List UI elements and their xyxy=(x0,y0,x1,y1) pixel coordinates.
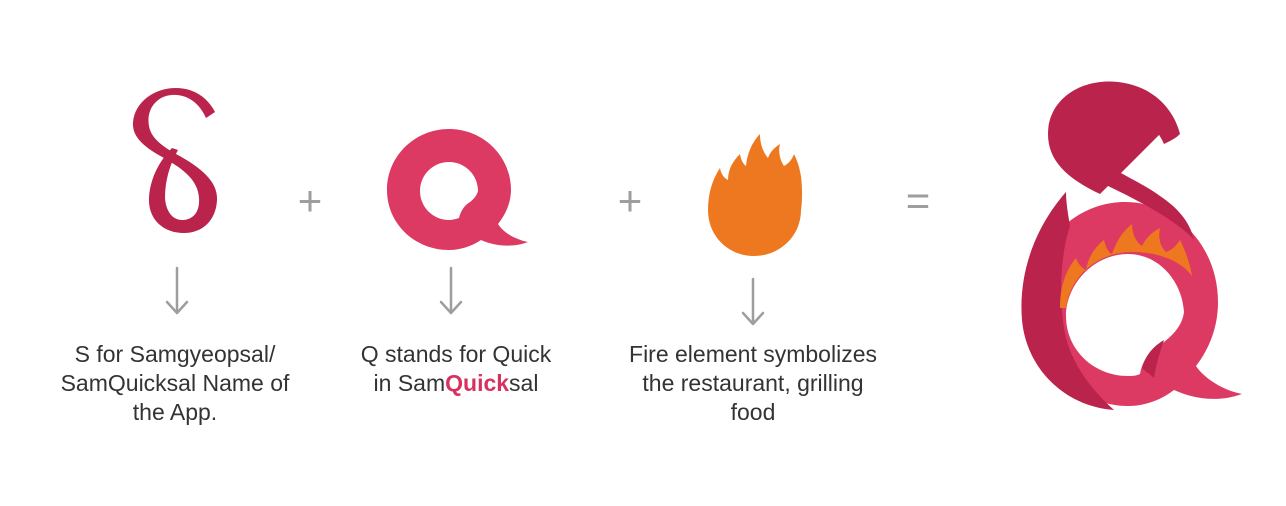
s-letter-icon xyxy=(132,88,218,233)
caption-highlight: Quick xyxy=(445,370,510,396)
equals-operator: = xyxy=(905,177,931,224)
caption-q-letter: Q stands for Quick in SamQuicksal xyxy=(316,340,596,398)
caption-line: Q stands for Quick xyxy=(360,341,552,367)
q-letter-logo xyxy=(382,126,532,252)
caption-text: sal xyxy=(509,370,539,396)
q-letter-icon xyxy=(387,129,528,250)
arrow-down-icon xyxy=(740,277,766,327)
caption-text: in Sam xyxy=(373,370,446,396)
caption-line: food xyxy=(730,399,776,425)
caption-line: the App. xyxy=(132,399,218,425)
combined-fire-shape xyxy=(1060,224,1192,308)
fire-icon xyxy=(708,134,802,256)
combined-logo-icon xyxy=(1021,81,1242,410)
caption-line: S for Samgyeopsal/ xyxy=(74,341,276,367)
caption-s-letter: S for Samgyeopsal/ SamQuicksal Name of t… xyxy=(30,340,320,427)
fire-logo xyxy=(700,130,808,258)
caption-line: the restaurant, grilling xyxy=(642,370,864,396)
caption-line: Fire element symbolizes xyxy=(629,341,877,367)
combined-q-swoosh xyxy=(1021,192,1114,410)
caption-fire: Fire element symbolizes the restaurant, … xyxy=(596,340,910,427)
combined-q-shape xyxy=(1032,202,1242,406)
caption-line: SamQuicksal Name of xyxy=(60,370,290,396)
combined-logo xyxy=(1010,76,1246,412)
s-letter-logo xyxy=(120,88,236,238)
plus-operator: + xyxy=(617,177,643,224)
plus-operator: + xyxy=(297,177,323,224)
arrow-down-icon xyxy=(164,266,190,316)
arrow-down-icon xyxy=(438,266,464,316)
combined-s-shape xyxy=(1048,81,1194,240)
caption-line: in SamQuicksal xyxy=(316,369,596,398)
